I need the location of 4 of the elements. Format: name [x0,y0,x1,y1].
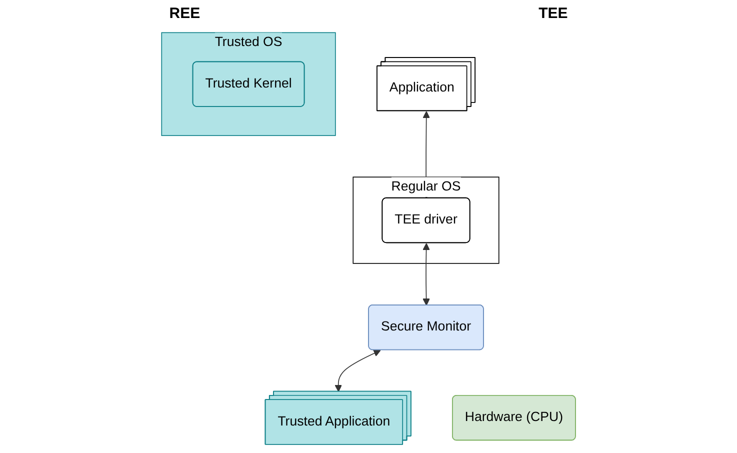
arrow [334,350,381,392]
column-heading: TEE [538,4,568,22]
arrow [422,243,430,306]
column-heading: REE [169,4,200,22]
